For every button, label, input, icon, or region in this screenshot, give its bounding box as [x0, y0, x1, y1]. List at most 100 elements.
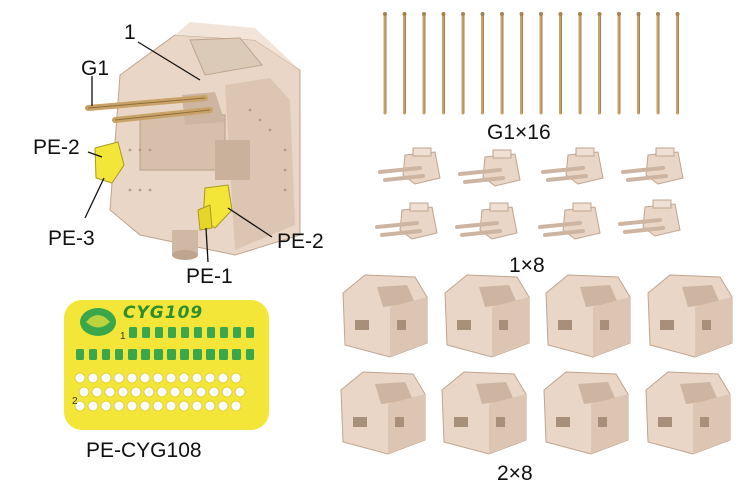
housings-group [340, 274, 733, 455]
pe-part-white [87, 372, 99, 384]
pe-part-green [89, 349, 97, 360]
pe-part-green [115, 349, 123, 360]
pe-part-white [217, 400, 229, 412]
pe-part-green [232, 349, 240, 360]
pe-part-white [87, 400, 99, 412]
pe-row-marker-2: 2 [72, 396, 78, 407]
pe-part-white [126, 372, 138, 384]
housing-part [342, 274, 428, 358]
pe-part-white [217, 372, 229, 384]
gun-part [621, 147, 684, 185]
pe-part-white [91, 386, 103, 398]
label-part-1: 1 [124, 21, 136, 44]
pe-part-green [206, 349, 214, 360]
gun-part [375, 202, 438, 240]
pe-part-white [104, 386, 116, 398]
label-part-g1: G1 [81, 57, 110, 80]
turret-assembly [85, 22, 301, 260]
label-guns-count: 1×8 [509, 254, 545, 277]
barrel-part [461, 12, 465, 115]
pe-part-green [102, 349, 110, 360]
barrel-part [539, 12, 543, 115]
pe-part-green [141, 349, 149, 360]
pe-part-white [139, 400, 151, 412]
gun-part [458, 149, 521, 187]
pe-part-white [234, 386, 246, 398]
pe-part-green [180, 349, 188, 360]
barrel-part [402, 12, 407, 115]
pe-part-white [130, 386, 142, 398]
barrel-part [519, 12, 524, 115]
label-pe-2-right: PE-2 [277, 230, 324, 253]
pe-part-white [126, 400, 138, 412]
pe-part-white [74, 372, 86, 384]
pe-part-white [178, 372, 190, 384]
pe-part-white [156, 386, 168, 398]
pe-part-white [191, 372, 203, 384]
pe-part-green [220, 327, 228, 338]
pe-part-white [113, 400, 125, 412]
barrel-part [500, 12, 504, 115]
housing-part [543, 371, 629, 455]
gun-part [538, 202, 601, 240]
pe-part-white [221, 386, 233, 398]
pe-sheet-code: CYG109 [123, 303, 204, 323]
pe-sheet-caption: PE-CYG108 [86, 439, 202, 462]
pe-part-green [129, 327, 137, 338]
housing-part [545, 274, 631, 358]
gun-part [378, 147, 441, 185]
pe-part-white [165, 372, 177, 384]
guns-group [375, 147, 684, 240]
pe-part-green [154, 349, 162, 360]
pe-row-marker-1: 1 [120, 331, 126, 342]
pe-part-white [117, 386, 129, 398]
barrel-part [636, 12, 641, 115]
pe-fret [64, 300, 269, 430]
housing-part [647, 274, 733, 358]
pe-part-green [246, 327, 254, 338]
barrel-part [558, 12, 563, 115]
barrel-part [383, 12, 387, 115]
gun-part [455, 202, 518, 240]
pe-part-white [208, 386, 220, 398]
pe-part-white [195, 386, 207, 398]
pe-part-green [207, 327, 215, 338]
barrel-part [480, 12, 485, 115]
barrels-group [383, 12, 680, 115]
label-barrels-count: G1×16 [487, 121, 551, 144]
barrel-part [422, 12, 426, 115]
pe-part-green [128, 349, 136, 360]
gun-part [541, 147, 604, 185]
barrel-part [597, 12, 602, 115]
barrel-part [441, 12, 446, 115]
pe-part-white [143, 386, 155, 398]
pe-part-green [155, 327, 163, 338]
barrel-part [656, 12, 660, 115]
pe-part-white [78, 386, 90, 398]
pe-part-white [178, 400, 190, 412]
pe-part-green [246, 349, 254, 360]
pe-part-white [230, 400, 242, 412]
label-housings-count: 2×8 [497, 462, 533, 485]
barrel-part [617, 12, 621, 115]
pe-part-white [182, 386, 194, 398]
pe-part-green [167, 349, 175, 360]
pe-part-green [219, 349, 227, 360]
pe-part-white [100, 372, 112, 384]
pe-part-green [181, 327, 189, 338]
pe-part-green [233, 327, 241, 338]
housing-part [645, 371, 731, 455]
pe-part-green [168, 327, 176, 338]
housing-part [340, 371, 426, 455]
label-pe-2-left: PE-2 [33, 136, 80, 159]
label-pe-3: PE-3 [48, 227, 95, 250]
pe-part-white [152, 400, 164, 412]
pe-part-white [230, 372, 242, 384]
pe-part-green [76, 349, 84, 360]
barrel-part [578, 12, 582, 115]
pe-part-white [113, 372, 125, 384]
pe-part-green [142, 327, 150, 338]
pe-part-white [165, 400, 177, 412]
pe-part-white [100, 400, 112, 412]
